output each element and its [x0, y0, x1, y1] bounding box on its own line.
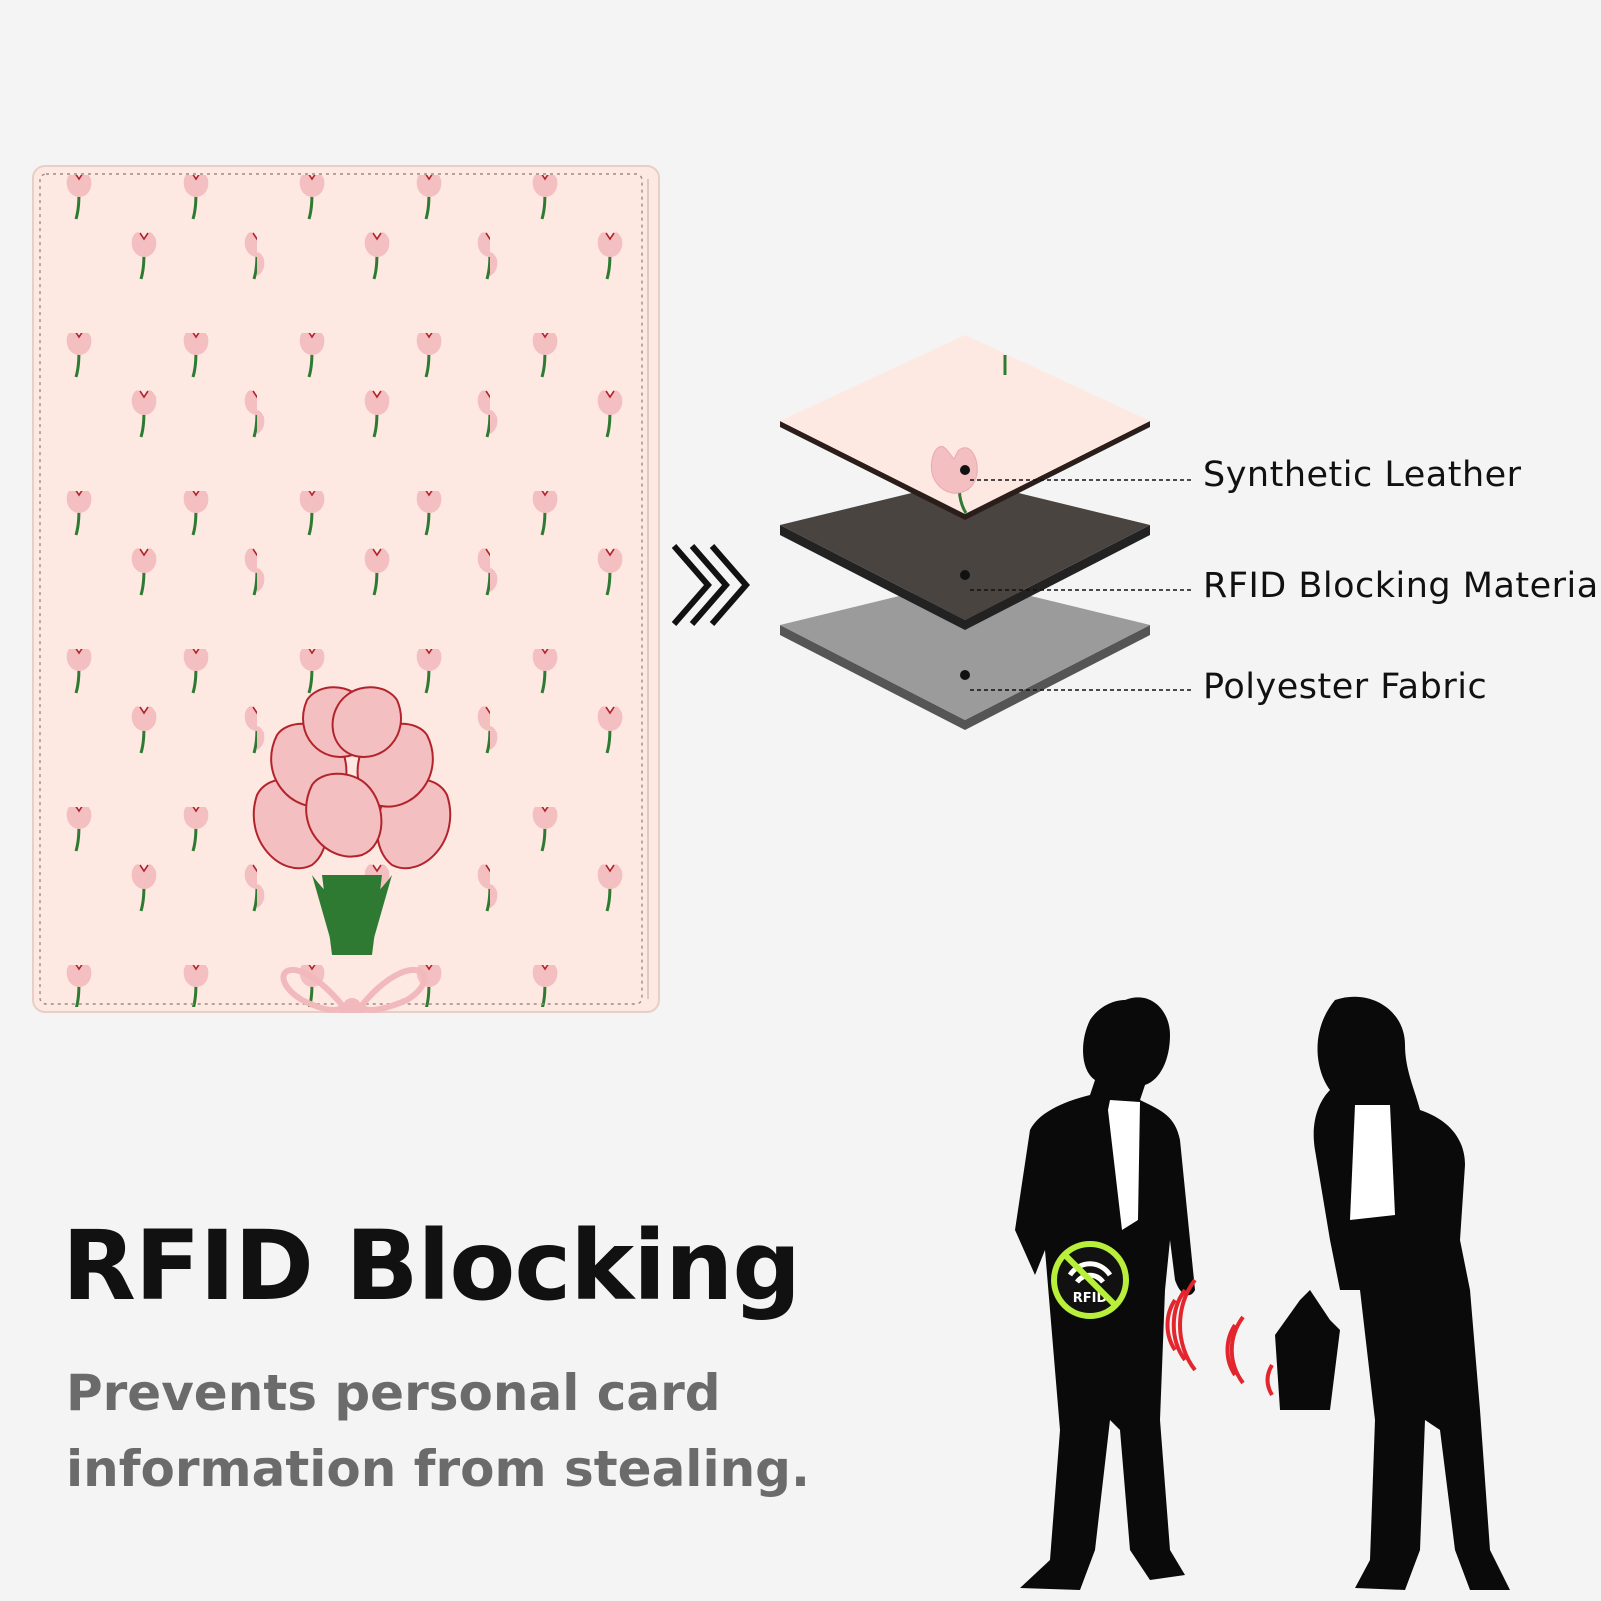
- subline: Prevents personal card information from …: [66, 1364, 810, 1498]
- woman-silhouette: [1275, 996, 1510, 1590]
- label-polyester-fabric: Polyester Fabric: [1203, 667, 1488, 707]
- headline: RFID Blocking: [62, 1210, 801, 1322]
- people-silhouette: RFID: [1015, 996, 1510, 1590]
- leader-lines: [970, 479, 1192, 691]
- rfid-blocking-layer: [780, 480, 1150, 630]
- rfid-blocked-badge-icon: RFID: [1051, 1241, 1129, 1319]
- signal-waves-icon: [1165, 1278, 1274, 1397]
- tulip-bouquet: [252, 686, 452, 1013]
- passport-cover: [32, 165, 660, 1013]
- chevron-arrows-icon: [672, 544, 750, 626]
- synthetic-leather-layer: [780, 335, 1150, 520]
- rfid-badge-text: RFID: [1073, 1291, 1108, 1306]
- material-layers-diagram: [780, 335, 1150, 730]
- polyester-fabric-layer: [780, 580, 1150, 730]
- label-synthetic-leather: Synthetic Leather: [1203, 455, 1522, 495]
- label-rfid-blocking-material: RFID Blocking Material: [1203, 566, 1601, 606]
